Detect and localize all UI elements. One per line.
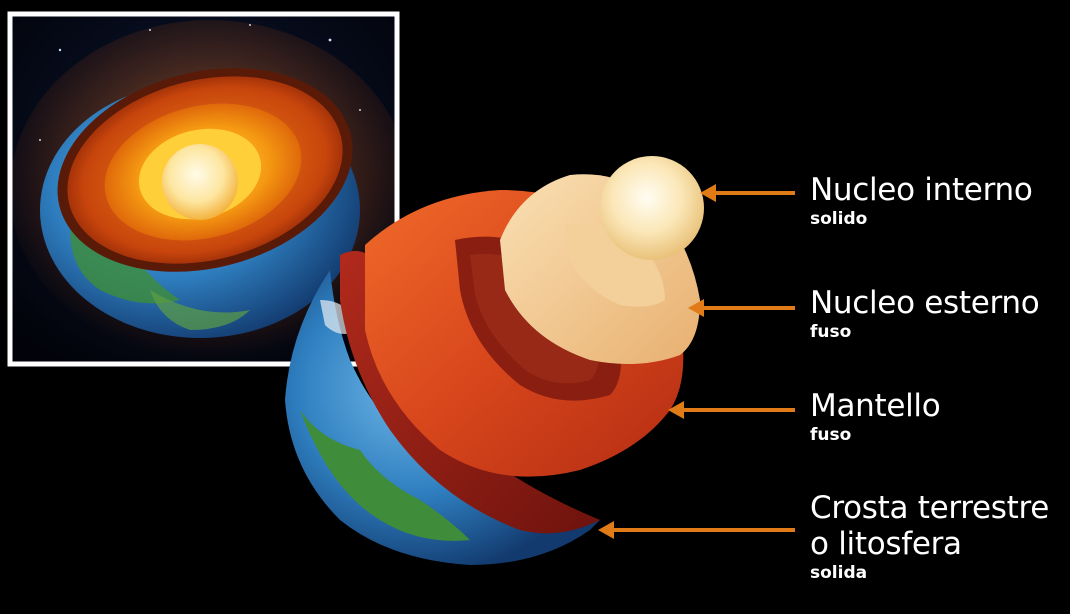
layer-name: Nucleo esterno [810, 285, 1039, 321]
label-mantello: Mantello fuso [810, 388, 940, 446]
layer-state: fuso [810, 321, 1039, 343]
layer-state: solido [810, 208, 1033, 230]
layer-state: fuso [810, 424, 940, 446]
layer-name: Crosta terrestre [810, 490, 1049, 526]
layer-name: Mantello [810, 388, 940, 424]
right-arrow-icon [700, 184, 795, 202]
right-arrow-icon [688, 299, 795, 317]
label-crosta: Crosta terrestre o litosfera solida [810, 490, 1049, 584]
right-arrow-icon [598, 521, 795, 539]
inner-core-sphere [600, 156, 704, 260]
layer-name: Nucleo interno [810, 172, 1033, 208]
right-arrow-icon [668, 401, 795, 419]
label-nucleo-interno: Nucleo interno solido [810, 172, 1033, 230]
layer-name-line2: o litosfera [810, 526, 1049, 562]
label-nucleo-esterno: Nucleo esterno fuso [810, 285, 1039, 343]
layer-state: solida [810, 562, 1049, 584]
